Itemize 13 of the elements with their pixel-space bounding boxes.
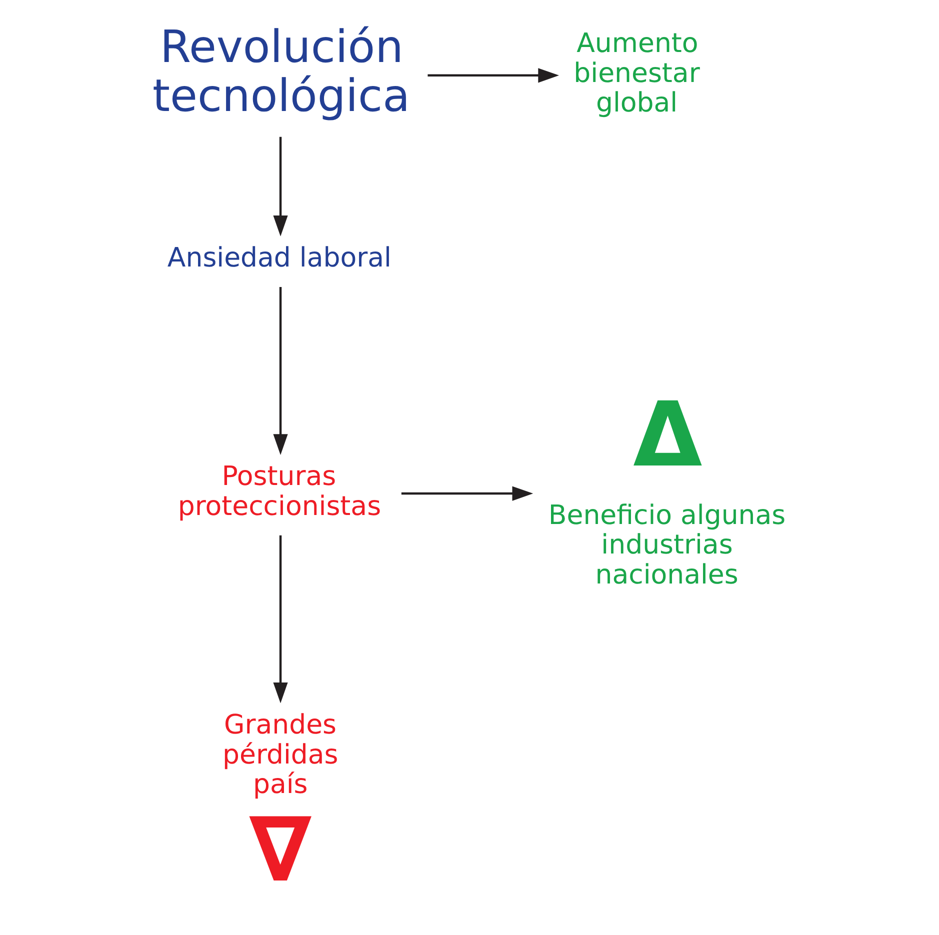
node-text: Posturas proteccionistas — [178, 461, 382, 522]
arrow — [401, 486, 534, 501]
node-text: Revolución tecnológica — [152, 21, 410, 122]
node-label: ∇ — [249, 798, 312, 902]
node-text: Ansiedad laboral — [167, 242, 392, 274]
arrow — [428, 68, 560, 83]
arrow — [273, 286, 288, 456]
node-text: Aumento bienestar global — [574, 28, 700, 119]
node-text: Grandes pérdidas país — [222, 710, 338, 800]
node-label: Δ — [633, 383, 702, 488]
arrow — [273, 535, 288, 704]
node-text: Beneficio algunas industrias nacionales — [548, 500, 786, 590]
arrow — [273, 136, 288, 236]
